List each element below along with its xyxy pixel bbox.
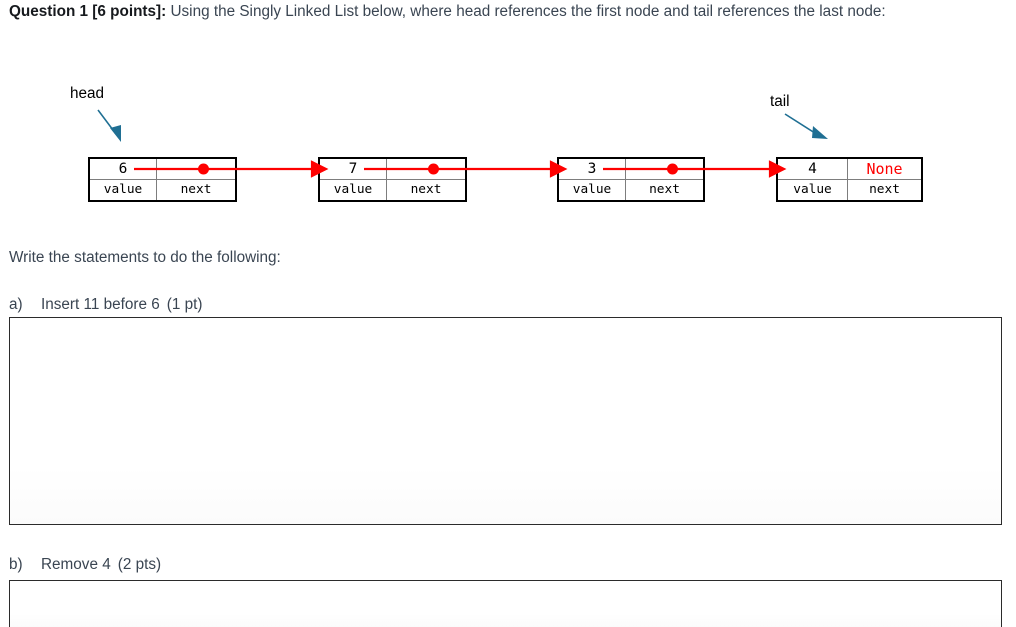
node-value-cell: 3 (559, 159, 626, 179)
node-values-row: 6 (90, 159, 235, 180)
part-b-answer-box[interactable] (9, 580, 1002, 627)
node-next-caption: next (869, 181, 900, 197)
list-node: 4 None value next (776, 157, 923, 202)
node-captions-row: value next (778, 180, 921, 200)
list-node: 3 value next (557, 157, 705, 202)
node-value-caption: value (333, 181, 373, 197)
node-next-caption: next (180, 181, 212, 197)
node-value-cell: 7 (320, 159, 387, 179)
question-heading: Question 1 [6 points]: Using the Singly … (9, 1, 1001, 24)
node-values-row: 7 (320, 159, 465, 180)
node-value-caption-cell: value (559, 180, 626, 200)
node-captions-row: value next (90, 180, 235, 200)
next-pointer-dot-icon (667, 163, 678, 175)
node-next-cell (157, 159, 235, 179)
list-node: 7 value next (318, 157, 467, 202)
node-next-caption: next (410, 181, 442, 197)
node-values-row: 3 (559, 159, 703, 180)
node-value-caption: value (793, 181, 832, 197)
part-b-points: (2 pts) (117, 556, 162, 573)
node-captions-row: value next (559, 180, 703, 200)
node-value-caption-cell: value (320, 180, 387, 200)
part-a-text: Insert 11 before 6 (41, 296, 160, 313)
node-next-cell: None (848, 159, 921, 179)
node-next-caption-cell: next (157, 180, 235, 200)
node-value-caption: value (103, 181, 143, 197)
node-next-none-value: None (866, 159, 903, 178)
node-captions-row: value next (320, 180, 465, 200)
linked-list-diagram: head tail 6 value next (0, 70, 1016, 215)
node-value: 3 (587, 160, 597, 177)
part-a-points: (1 pt) (166, 296, 203, 313)
head-pointer-label: head (70, 85, 105, 102)
part-b-text: Remove 4 (41, 556, 111, 573)
next-pointer-dot-icon (198, 163, 209, 175)
head-arrow-icon (97, 109, 121, 142)
node-value-caption-cell: value (90, 180, 157, 200)
node-next-cell (626, 159, 703, 179)
node-values-row: 4 None (778, 159, 921, 180)
part-a-answer-box[interactable] (9, 317, 1002, 525)
node-next-caption-cell: next (387, 180, 465, 200)
node-value-cell: 4 (778, 159, 848, 179)
write-statements-prompt: Write the statements to do the following… (9, 249, 281, 266)
question-body-text: Using the Singly Linked List below, wher… (166, 3, 886, 20)
node-value: 4 (808, 160, 817, 177)
node-next-cell (387, 159, 465, 179)
tail-pointer-label: tail (770, 93, 790, 110)
node-next-caption: next (649, 181, 680, 197)
node-next-caption-cell: next (626, 180, 703, 200)
part-a-label: a) Insert 11 before 6 (1 pt) (9, 294, 202, 315)
node-value-cell: 6 (90, 159, 157, 179)
part-b-letter: b) (9, 556, 23, 573)
part-a-letter: a) (9, 296, 23, 313)
tail-arrow-icon (784, 113, 828, 139)
node-value-caption-cell: value (778, 180, 848, 200)
node-value: 7 (348, 160, 358, 177)
part-b-label: b) Remove 4 (2 pts) (9, 554, 161, 575)
next-pointer-dot-icon (428, 163, 439, 175)
list-node: 6 value next (88, 157, 237, 202)
question-number-label: Question 1 [6 points]: (9, 3, 167, 20)
node-value-caption: value (572, 181, 612, 197)
node-value: 6 (118, 160, 128, 177)
node-next-caption-cell: next (848, 180, 921, 200)
